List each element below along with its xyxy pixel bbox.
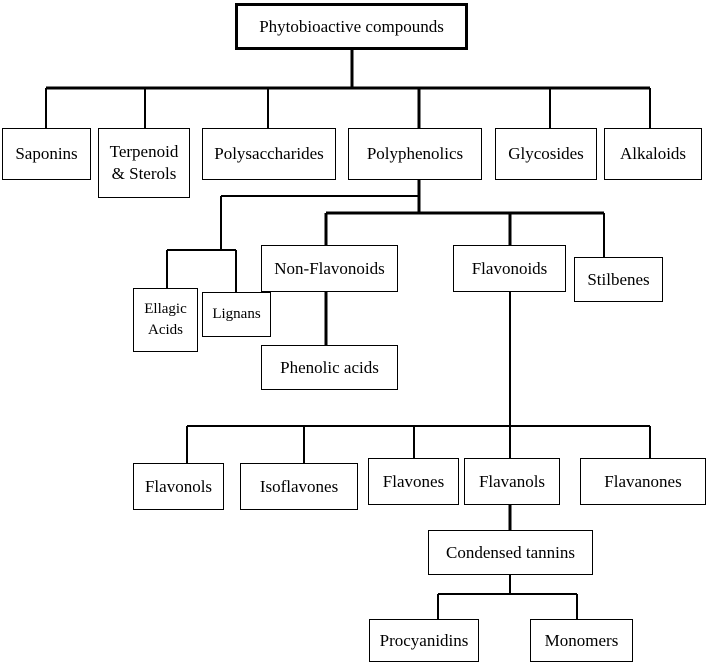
node-flavonols: Flavonols [133,463,224,510]
node-glycosides: Glycosides [495,128,597,180]
node-ellagic-acids: Ellagic Acids [133,288,198,352]
node-label: Flavanones [604,471,682,491]
node-label: Polysaccharides [214,144,324,163]
node-label: Polyphenolics [366,144,464,163]
node-label: Stilbenes [587,269,650,289]
node-label: Isoflavones [259,476,339,496]
node-lignans: Lignans [202,292,271,337]
node-flavanols: Flavanols [464,458,560,505]
node-label: Glycosides [508,144,584,163]
node-stilbenes: Stilbenes [574,257,663,302]
node-label: Ellagic Acids [144,301,187,338]
node-label: Phytobioactive compounds [259,16,444,36]
node-phenolic-acids: Phenolic acids [261,345,398,390]
node-label: Monomers [544,630,619,650]
node-flavonoids: Flavonoids [453,245,566,292]
node-polysaccharides: Polysaccharides [202,128,336,180]
node-procyanidins: Procyanidins [369,619,479,662]
node-label: Flavonols [144,476,213,496]
node-label: Non-Flavonoids [274,258,385,278]
node-label: Terpenoid & Sterols [109,142,179,183]
node-phytobioactive-compounds: Phytobioactive compounds [235,3,468,50]
node-non-flavonoids: Non-Flavonoids [261,245,398,292]
node-label: Condensed tannins [446,542,575,562]
node-flavanones: Flavanones [580,458,706,505]
node-alkaloids: Alkaloids [604,128,702,180]
node-terpenoid-sterols: Terpenoid & Sterols [98,128,190,198]
node-label: Flavanols [478,471,546,491]
node-condensed-tannins: Condensed tannins [428,530,593,575]
node-polyphenolics: Polyphenolics [348,128,482,180]
node-label: Flavonoids [471,258,548,278]
node-label: Flavones [382,471,445,491]
node-label: Saponins [15,144,78,163]
node-label: Procyanidins [379,630,469,650]
node-saponins: Saponins [2,128,91,180]
node-label: Phenolic acids [280,357,379,377]
node-label: Alkaloids [619,144,687,163]
node-isoflavones: Isoflavones [240,463,358,510]
node-flavones: Flavones [368,458,459,505]
node-label: Lignans [212,306,261,322]
node-monomers: Monomers [530,619,633,662]
